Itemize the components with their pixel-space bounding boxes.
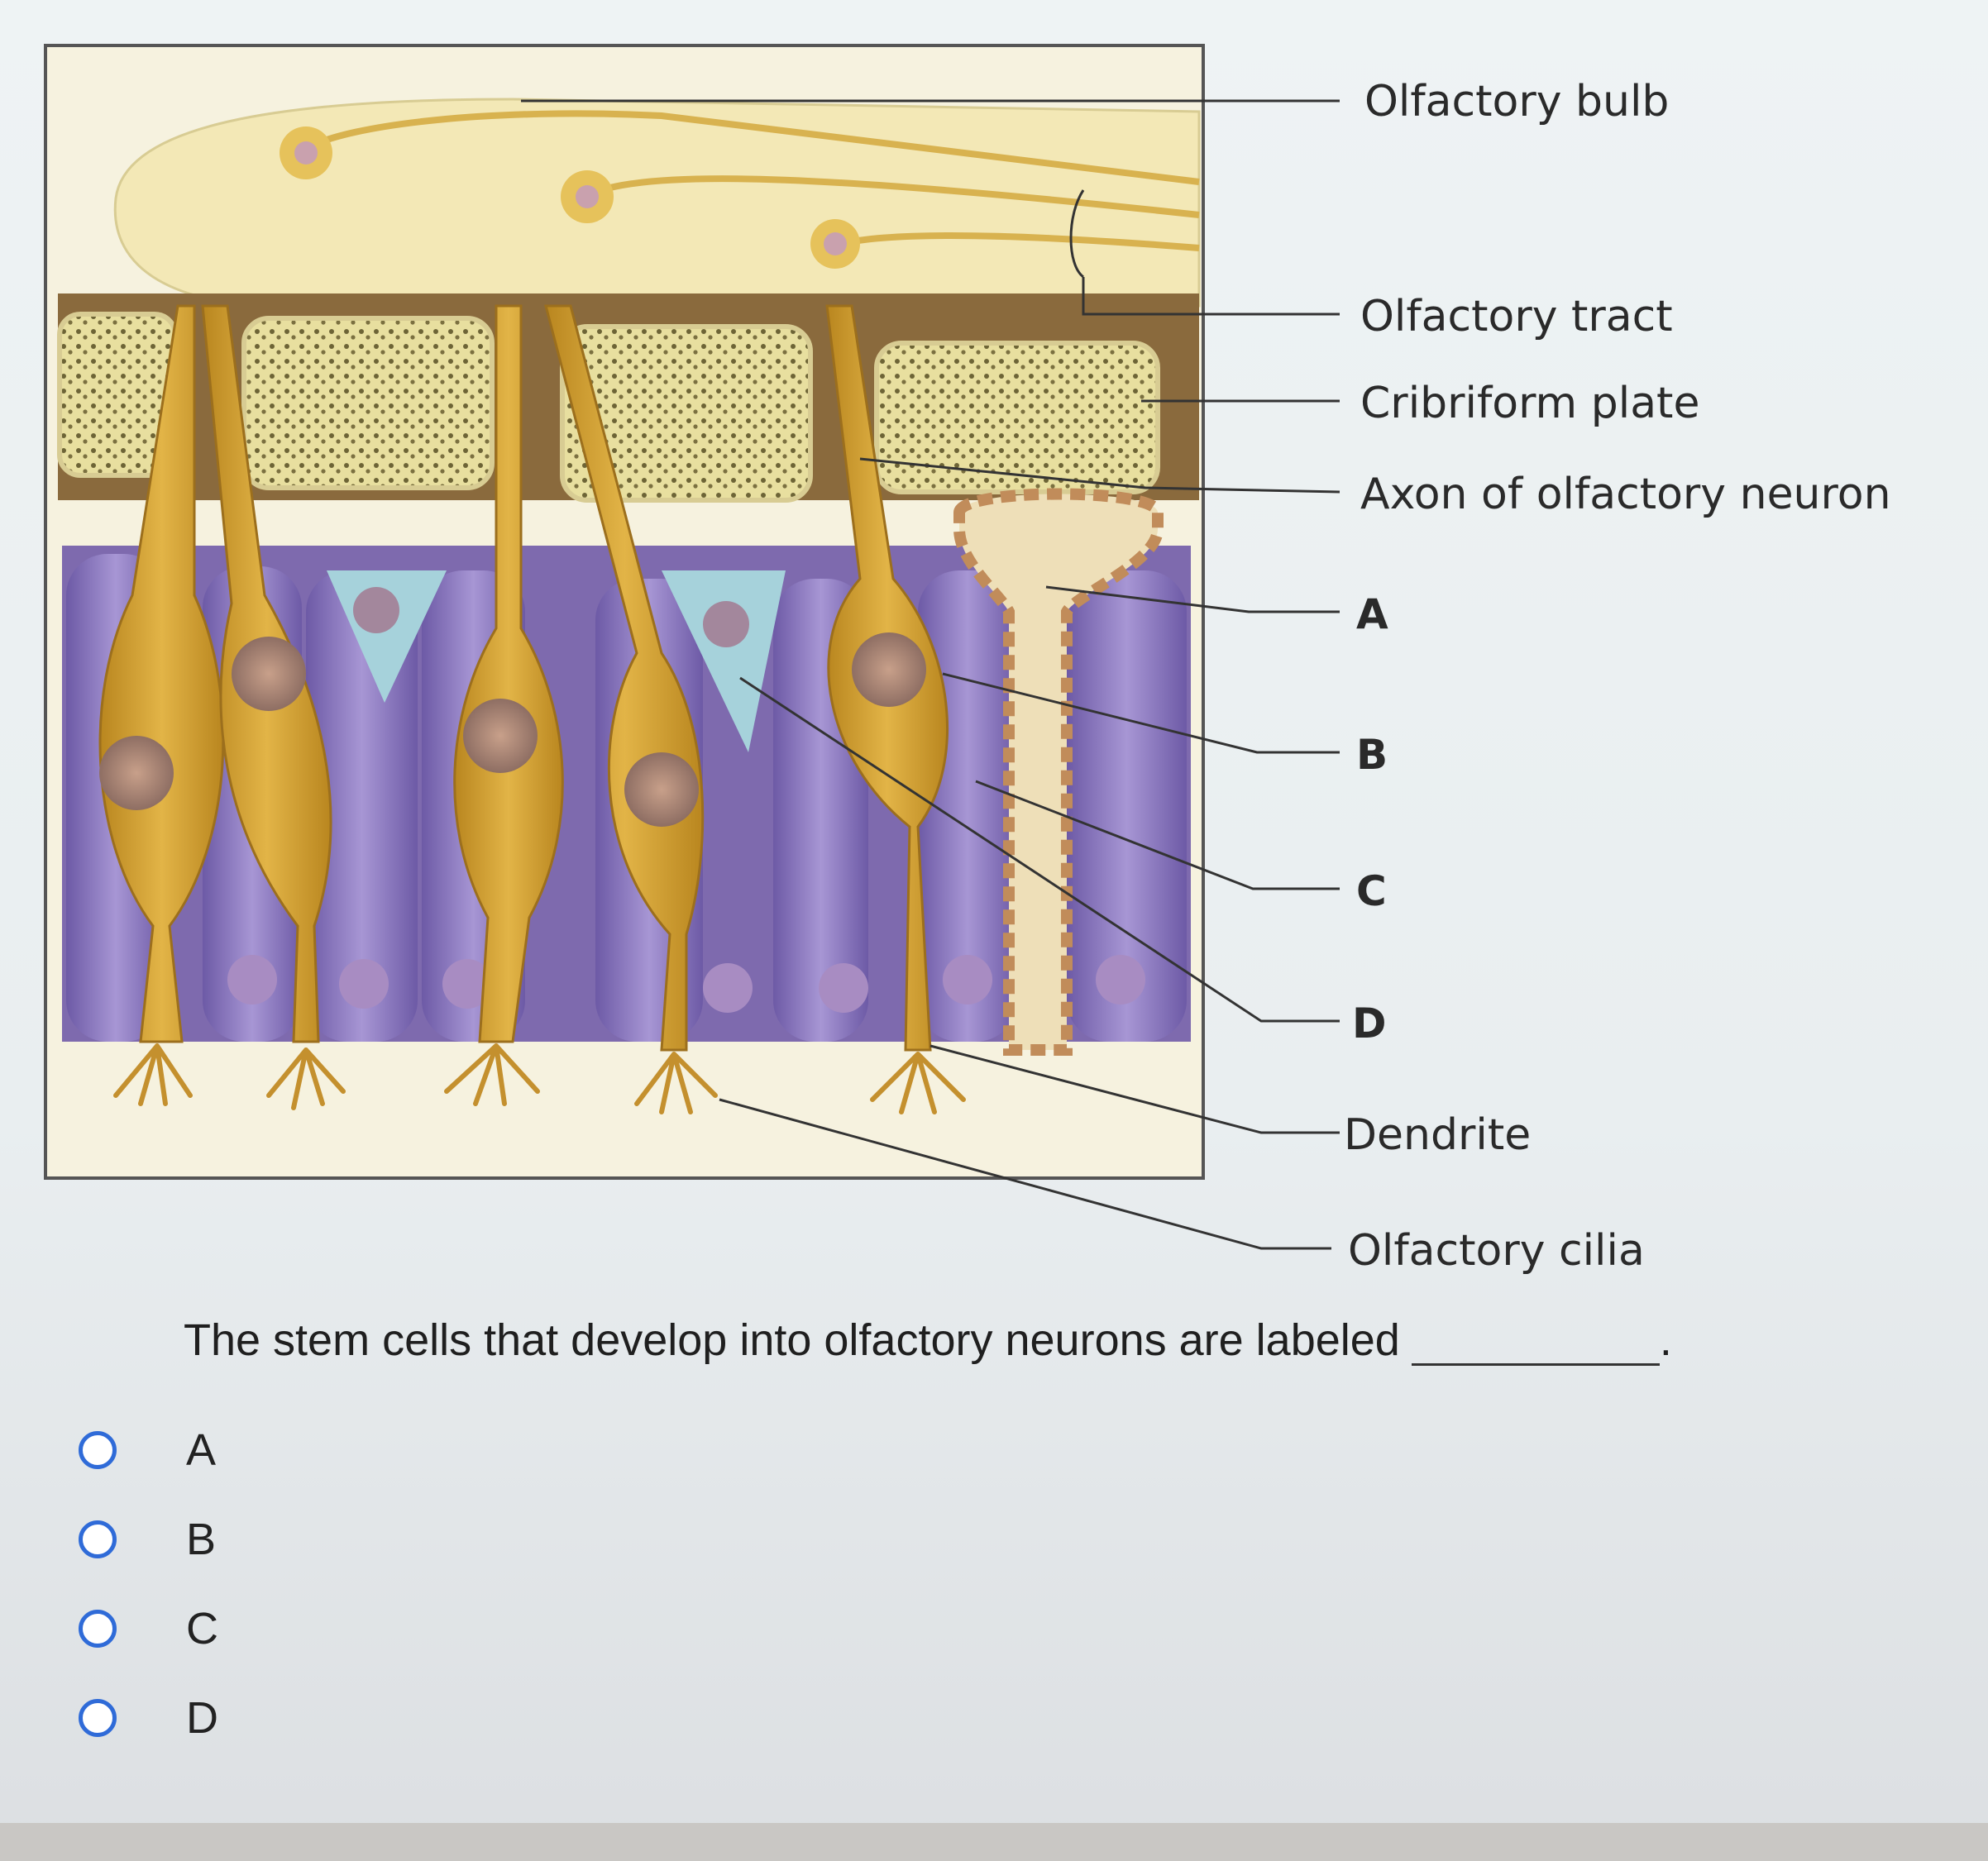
cilia: [113, 1043, 966, 1114]
bone-block: [874, 341, 1160, 494]
neuron-nuclei: [99, 632, 926, 827]
option-d[interactable]: D: [79, 1673, 218, 1763]
label-c: C: [1356, 867, 1387, 915]
label-a: A: [1356, 590, 1388, 638]
olfactory-bulb-shape: [113, 98, 1201, 308]
option-label: A: [186, 1425, 217, 1475]
label-d: D: [1352, 1000, 1387, 1047]
radio-button[interactable]: [79, 1610, 117, 1648]
option-c[interactable]: C: [79, 1584, 218, 1673]
label-b: B: [1356, 731, 1388, 779]
olfactory-gland: [953, 488, 1164, 1056]
answer-options: A B C D: [79, 1405, 218, 1763]
radio-button[interactable]: [79, 1431, 117, 1469]
label-dendrite: Dendrite: [1344, 1110, 1531, 1160]
question-suffix: .: [1659, 1315, 1672, 1365]
supporting-cell-nuclei: [227, 955, 1145, 1013]
olfactory-diagram: Olfactory bulb Olfactory tract Cribrifor…: [44, 44, 1891, 1276]
label-olfactory-bulb: Olfactory bulb: [1364, 77, 1669, 126]
label-olfactory-tract: Olfactory tract: [1360, 292, 1673, 341]
bone-block: [560, 324, 813, 503]
label-axon: Axon of olfactory neuron: [1360, 470, 1891, 519]
radio-button[interactable]: [79, 1520, 117, 1558]
option-label: B: [186, 1515, 217, 1564]
leader-lines: [521, 99, 1340, 1250]
answer-blank: [1411, 1322, 1660, 1366]
bone-block: [241, 316, 495, 490]
screen-bottom-edge: [0, 1823, 1988, 1861]
question-prompt: The stem cells that develop into olfacto…: [184, 1315, 1400, 1365]
bulb-neurons: [280, 110, 1200, 269]
basal-cells: [327, 570, 786, 752]
option-a[interactable]: A: [79, 1405, 218, 1495]
option-label: D: [186, 1693, 218, 1743]
question-text: The stem cells that develop into olfacto…: [184, 1315, 1672, 1366]
option-label: C: [186, 1604, 218, 1653]
radio-button[interactable]: [79, 1699, 117, 1737]
label-cribriform-plate: Cribriform plate: [1360, 379, 1699, 428]
label-olfactory-cilia: Olfactory cilia: [1348, 1226, 1645, 1276]
option-b[interactable]: B: [79, 1495, 218, 1584]
